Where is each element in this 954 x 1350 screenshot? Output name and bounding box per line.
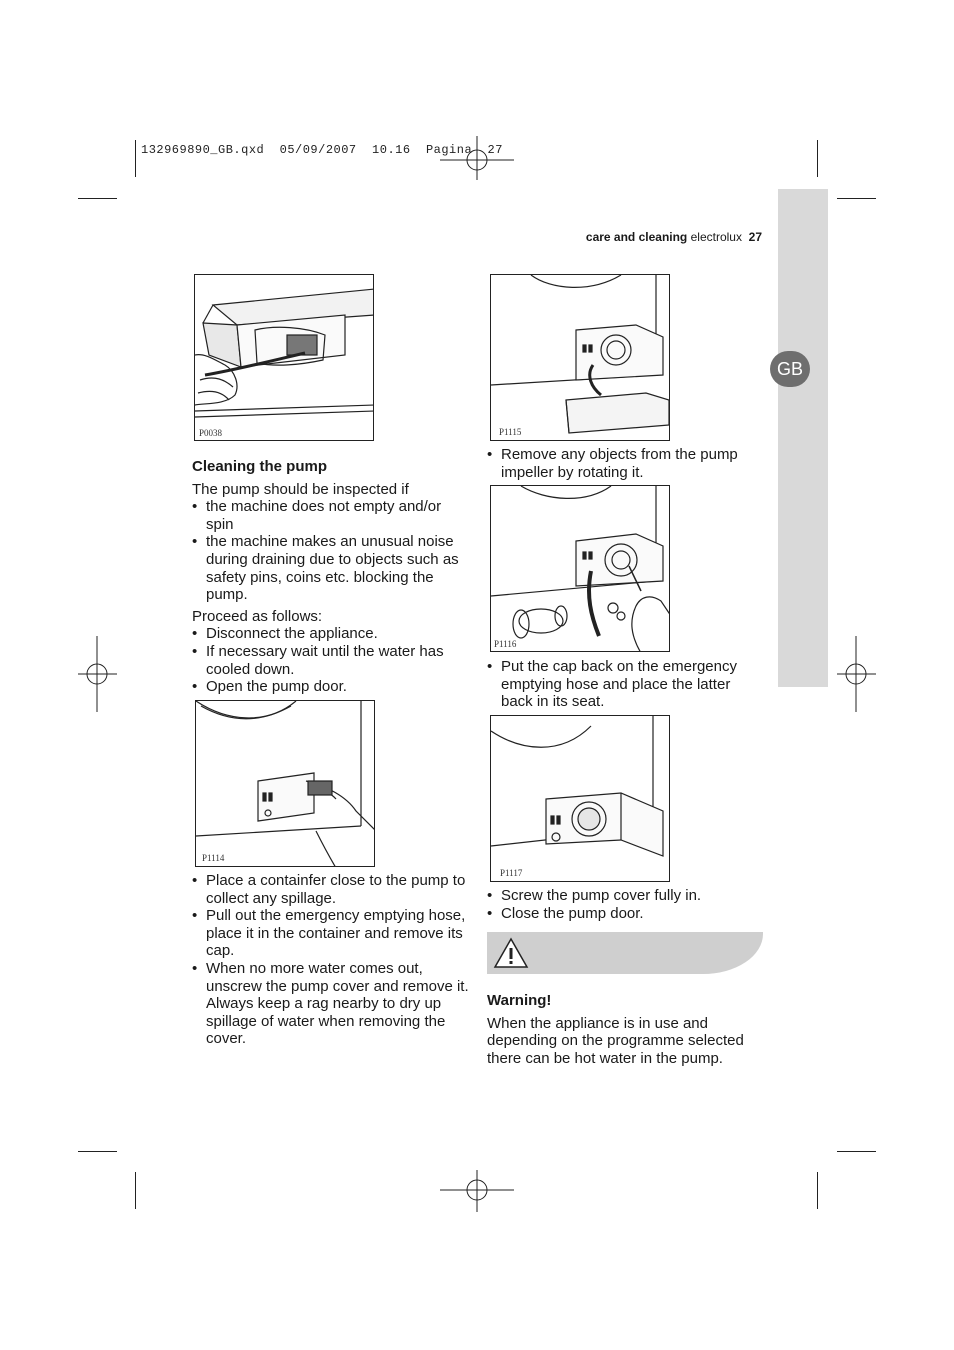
page-number: 27 — [748, 230, 762, 244]
warning-banner — [487, 932, 763, 974]
header-section: care and cleaning — [585, 230, 688, 244]
crop-mark — [135, 1172, 136, 1209]
figure-pump-cover: P1117 — [490, 715, 670, 882]
right-text-b: Put the cap back on the emergency emptyi… — [487, 658, 757, 711]
list-item: Place a containfer close to the pump to … — [192, 872, 470, 907]
warning-title: Warning! — [487, 992, 552, 1009]
intro-text: The pump should be inspected if — [192, 480, 409, 498]
right-text-c: Screw the pump cover fully in. Close the… — [487, 887, 757, 922]
crop-mark — [837, 198, 876, 199]
conditions-list: the machine does not empty and/or spin t… — [192, 498, 470, 604]
list-item: the machine does not empty and/or spin — [192, 498, 470, 533]
figure-code: P1117 — [499, 868, 524, 878]
warning-block: Warning! When the appliance is in use an… — [487, 992, 762, 1067]
crop-mark — [817, 1172, 818, 1209]
steps-list: Place a containfer close to the pump to … — [192, 872, 470, 1048]
proceed-text: Proceed as follows: — [192, 607, 323, 625]
section-title: Cleaning the pump — [192, 458, 327, 475]
side-tab — [778, 189, 828, 687]
figure-code: P0038 — [198, 428, 224, 438]
crop-mark — [817, 140, 818, 177]
left-text-block: Cleaning the pump The pump should be ins… — [192, 458, 470, 696]
warning-icon — [493, 937, 529, 968]
crop-mark — [135, 140, 136, 177]
warning-text: When the appliance is in use and dependi… — [487, 1014, 744, 1067]
list-item: Open the pump door. — [192, 678, 470, 696]
list-item: If necessary wait until the water has co… — [192, 643, 470, 678]
page-header: care and cleaning electrolux 27 — [586, 230, 762, 244]
list-item: Put the cap back on the emergency emptyi… — [487, 658, 757, 711]
crop-mark — [78, 198, 117, 199]
left-text-block-2: Place a containfer close to the pump to … — [192, 872, 470, 1048]
right-text-a: Remove any objects from the pump impelle… — [487, 446, 757, 481]
figure-code: P1114 — [201, 853, 226, 863]
header-brand: electrolux — [690, 230, 742, 244]
list-item: Screw the pump cover fully in. — [487, 887, 757, 905]
steps-list: Put the cap back on the emergency emptyi… — [487, 658, 757, 711]
figure-hose-container: P1115 — [490, 274, 670, 441]
print-slug: 132969890_GB.qxd 05/09/2007 10.16 Pagina… — [141, 143, 503, 157]
list-item: the machine makes an unusual noise durin… — [192, 533, 470, 603]
list-item: Close the pump door. — [487, 905, 757, 923]
crop-mark — [837, 1151, 876, 1152]
steps-list: Remove any objects from the pump impelle… — [487, 446, 757, 481]
list-item: When no more water comes out, unscrew th… — [192, 960, 470, 1048]
figure-open-pump-door: P1114 — [195, 700, 375, 867]
list-item: Remove any objects from the pump impelle… — [487, 446, 757, 481]
steps-list: Screw the pump cover fully in. Close the… — [487, 887, 757, 922]
steps-list: Disconnect the appliance. If necessary w… — [192, 625, 470, 695]
figure-pump-impeller: P1116 — [490, 485, 670, 652]
crop-mark — [78, 1151, 117, 1152]
figure-code: P1115 — [498, 427, 523, 437]
list-item: Disconnect the appliance. — [192, 625, 470, 643]
language-badge: GB — [770, 351, 810, 387]
list-item: Pull out the emergency emptying hose, pl… — [192, 907, 470, 960]
figure-brush-cleaning: P0038 — [194, 274, 374, 441]
figure-code: P1116 — [493, 639, 518, 649]
